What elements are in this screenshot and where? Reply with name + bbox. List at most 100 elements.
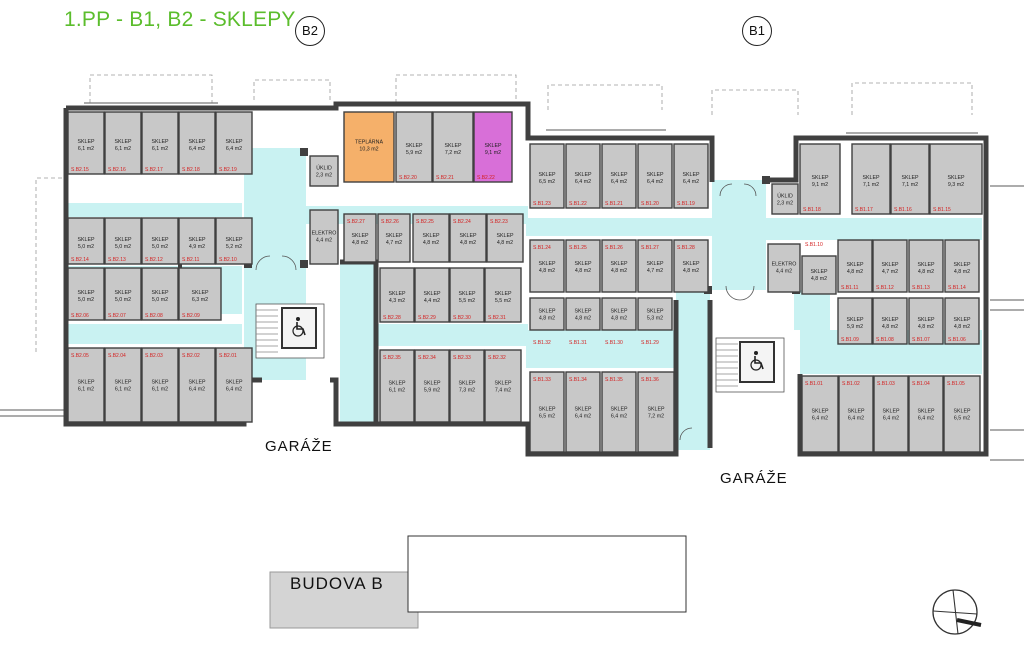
room-shape (343, 111, 395, 183)
room-name: SKLEP (917, 262, 935, 268)
room-name: SKLEP (574, 308, 592, 314)
room-shape (837, 297, 873, 345)
room-area: 6,4 m2 (189, 387, 205, 393)
room-area: 4,8 m2 (539, 268, 555, 274)
room-name: SKLEP (882, 408, 900, 414)
room-name: SKLEP (225, 237, 243, 243)
room-shape (851, 143, 891, 215)
room-id: S.B2.23 (490, 219, 508, 225)
room-area: 5,0 m2 (152, 244, 168, 250)
room-id: S.B1.13 (912, 285, 930, 291)
room-area: 4,8 m2 (683, 268, 699, 274)
room-name: SKLEP (538, 406, 556, 412)
room-shape (771, 183, 799, 215)
room-id: S.B2.07 (108, 313, 126, 319)
room-id: S.B1.14 (948, 285, 966, 291)
plan-title: 1.PP - B1, B2 - SKLEPY (64, 8, 296, 31)
room-shape (484, 349, 522, 423)
room-name: SKLEP (646, 172, 664, 178)
building-b-block (269, 535, 687, 629)
room-id: S.B2.12 (145, 257, 163, 263)
room-name: SKLEP (114, 237, 132, 243)
room-name: SKLEP (422, 233, 440, 239)
room-id: S.B2.05 (71, 353, 89, 359)
room-area: 4,8 m2 (423, 240, 439, 246)
room-shape (837, 239, 873, 293)
room-shape (178, 347, 216, 423)
room-shape (767, 243, 801, 293)
room-area: 5,0 m2 (115, 244, 131, 250)
room-name: SKLEP (647, 406, 665, 412)
room-area: 6,4 m2 (226, 146, 242, 152)
room-name: SKLEP (77, 139, 95, 145)
room-shape (414, 267, 450, 323)
room-area: 6,4 m2 (883, 415, 899, 421)
room-id: S.B2.01 (219, 353, 237, 359)
room-name: SKLEP (151, 139, 169, 145)
room-shape (178, 111, 216, 175)
room-name: ÚKLID (316, 165, 332, 172)
room-area: 6,4 m2 (575, 179, 591, 185)
room-area: 6,5 m2 (539, 413, 555, 419)
balcony-edges (0, 102, 1024, 461)
room-area: 6,4 m2 (226, 387, 242, 393)
room-area: 4,8 m2 (497, 240, 513, 246)
room-shape (872, 297, 908, 345)
room-shape (908, 297, 944, 345)
room-id: S.B1.23 (533, 201, 551, 207)
room-shape (799, 143, 841, 215)
room-shape (529, 239, 565, 293)
room-area: 4,8 m2 (539, 315, 555, 321)
room-name: SKLEP (574, 172, 592, 178)
room-name: SKLEP (388, 381, 406, 387)
room-name: SKLEP (862, 175, 880, 181)
room-name: ELEKTRO (312, 230, 337, 236)
room-id: S.B2.33 (453, 355, 471, 361)
room-area: 5,0 m2 (78, 244, 94, 250)
room-name: SKLEP (385, 233, 403, 239)
room-area: 4,8 m2 (954, 269, 970, 275)
upper-floor-outline (35, 74, 973, 352)
room-shape (379, 267, 415, 323)
room: S.B1.31 (569, 340, 587, 346)
room-shape (565, 297, 601, 331)
room-name: SKLEP (646, 261, 664, 267)
room-name: SKLEP (917, 317, 935, 323)
room-id: S.B1.30 (605, 340, 623, 346)
room: S.B1.10 (805, 242, 823, 248)
room-shape (944, 239, 980, 293)
room-shape (873, 375, 909, 453)
room-area: 6,4 m2 (647, 179, 663, 185)
room-area: 2,3 m2 (316, 173, 332, 179)
room-id: S.B1.21 (605, 201, 623, 207)
room-id: S.B2.13 (108, 257, 126, 263)
room-area: 5,9 m2 (406, 150, 422, 156)
room-name: SKLEP (682, 261, 700, 267)
room-name: SKLEP (953, 317, 971, 323)
room-area: 4,7 m2 (882, 269, 898, 275)
room-name: ÚKLID (777, 193, 793, 200)
room-id: S.B2.17 (145, 167, 163, 173)
room-area: 6,1 m2 (115, 146, 131, 152)
room-name: SKLEP (225, 380, 243, 386)
room-id: S.B2.15 (71, 167, 89, 173)
room-area: 4,8 m2 (460, 240, 476, 246)
room-shape (601, 143, 637, 209)
